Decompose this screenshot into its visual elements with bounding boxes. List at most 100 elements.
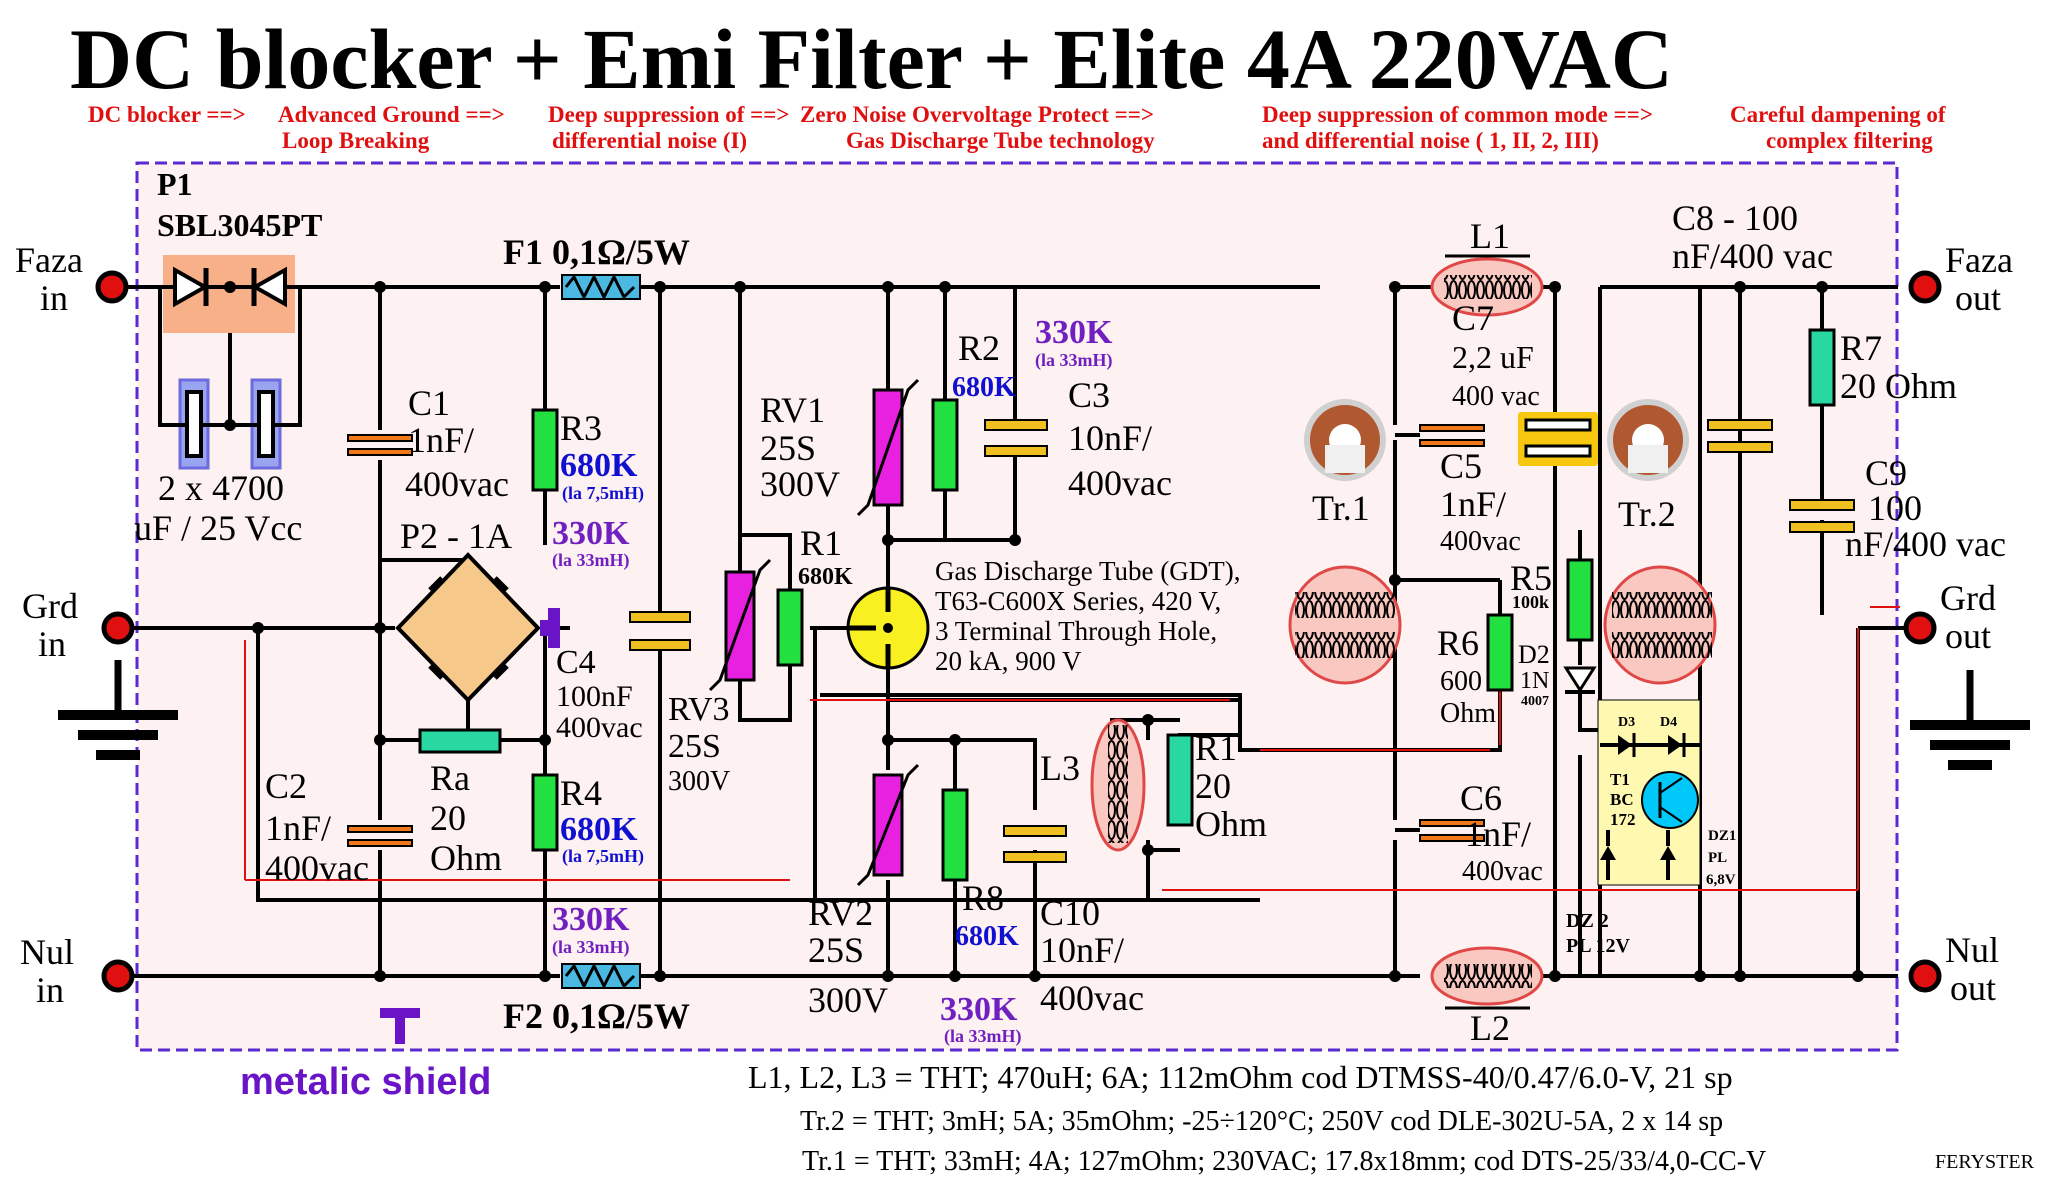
r4-label: R4 xyxy=(560,773,602,813)
stage-4-line-1: Zero Noise Overvoltage Protect ==> xyxy=(800,102,1154,127)
r1b-label-2: 20 xyxy=(1195,766,1231,806)
f2-resistor xyxy=(561,962,641,990)
note-tr1: Tr.1 = THT; 33mH; 4A; 127mOhm; 230VAC; 1… xyxy=(802,1146,1766,1177)
c4-label-2: 100nF xyxy=(556,680,633,713)
r5-value: 100k xyxy=(1512,592,1549,612)
c5-capacitor xyxy=(1419,424,1485,447)
d2-label-1: D2 xyxy=(1518,640,1550,669)
c7-label-3: 400 vac xyxy=(1452,381,1540,412)
c9-label-1: C9 xyxy=(1865,453,1907,493)
r7-resistor xyxy=(1808,328,1836,407)
faza-out-label-1: Faza xyxy=(1945,240,2013,280)
p1-part: SBL3045PT xyxy=(157,207,322,243)
tr1-toroid-photo xyxy=(1304,399,1386,481)
c8-label-2: nF/400 vac xyxy=(1672,236,1833,276)
stage-4-line-2: Gas Discharge Tube technology xyxy=(846,128,1155,153)
c8-capacitor xyxy=(1707,419,1773,453)
faza-in-terminal[interactable] xyxy=(95,270,129,304)
c4-label-3: 400vac xyxy=(556,711,643,744)
rv1-label-3: 300V xyxy=(760,464,840,504)
gdt-line-1: Gas Discharge Tube (GDT), xyxy=(935,556,1240,586)
rv1-label-2: 25S xyxy=(760,428,816,468)
stage-3-line-1: Deep suppression of ==> xyxy=(548,102,789,127)
rv3-label-3: 300V xyxy=(668,766,730,797)
note-tr2: Tr.2 = THT; 3mH; 5A; 35mOhm; -25÷120°C; … xyxy=(800,1106,1723,1137)
c1-capacitor xyxy=(347,434,413,456)
grd-in-terminal[interactable] xyxy=(101,611,135,645)
ra-label-1: Ra xyxy=(430,758,470,798)
nul-out-terminal[interactable] xyxy=(1908,959,1942,993)
r4-note-2: (la 33mH) xyxy=(552,937,629,958)
c1-label-1: C1 xyxy=(408,383,450,423)
c6-capacitor xyxy=(1419,819,1485,842)
faza-out-terminal[interactable] xyxy=(1908,270,1942,304)
d2-diode xyxy=(1563,666,1597,694)
r6-label-2: 600 xyxy=(1440,666,1482,697)
nul-in-label-1: Nul xyxy=(20,932,74,972)
dc-caps-label-2: uF / 25 Vcc xyxy=(134,508,302,548)
dc-caps-label-1: 2 x 4700 xyxy=(158,468,284,508)
l1-inductor xyxy=(1430,254,1544,317)
r3-value-2: 330K xyxy=(552,515,630,552)
p2-bridge xyxy=(395,552,560,703)
author-credit: FERYSTER xyxy=(1935,1151,2035,1173)
shield-symbol xyxy=(380,1008,420,1044)
faza-in-label-2: in xyxy=(40,278,68,318)
r3-note: (la 7,5mH) xyxy=(562,483,644,504)
grd-in-label-1: Grd xyxy=(22,586,78,626)
ra-label-2: 20 xyxy=(430,798,466,838)
p2-label: P2 - 1A xyxy=(400,516,512,556)
rv3-varistor xyxy=(708,558,772,692)
stage-1-line-1: DC blocker ==> xyxy=(88,102,246,127)
r8-value-2: 330K xyxy=(940,991,1018,1028)
nul-out-label-2: out xyxy=(1950,968,1996,1008)
r1b-label-3: Ohm xyxy=(1195,804,1267,844)
t1-protection-circuit xyxy=(1597,699,1701,886)
r3-resistor xyxy=(531,408,559,492)
grd-in-label-2: in xyxy=(38,624,66,664)
c9-label-3: nF/400 vac xyxy=(1845,524,2006,564)
l1-label: L1 xyxy=(1470,216,1510,256)
ra-resistor xyxy=(418,728,502,754)
r2-note-2: (la 33mH) xyxy=(1035,350,1112,371)
gdt-desc: Gas Discharge Tube (GDT), T63-C600X Seri… xyxy=(935,556,1240,676)
tr2-toroid-photo xyxy=(1607,399,1689,481)
stage-6-line-1: Careful dampening of xyxy=(1730,102,1946,127)
p1-dual-diode xyxy=(160,255,300,333)
r2-label: R2 xyxy=(958,328,1000,368)
nul-in-terminal[interactable] xyxy=(101,959,135,993)
d2-label-2: 1N xyxy=(1520,668,1549,694)
gdt-line-4: 20 kA, 900 V xyxy=(935,646,1082,676)
stage-6-line-2: complex filtering xyxy=(1766,128,1933,153)
t1-label-1: T1 xyxy=(1610,770,1630,789)
c8-label-1: C8 - 100 xyxy=(1672,198,1798,238)
c9-label-2: 100 xyxy=(1868,488,1922,528)
grd-out-terminal[interactable] xyxy=(1903,611,1937,645)
rv2-varistor xyxy=(856,763,920,887)
stage-2-line-1: Advanced Ground ==> xyxy=(278,102,505,127)
l3-label: L3 xyxy=(1040,748,1080,788)
r6-label-3: Ohm xyxy=(1440,698,1496,729)
c6-label-3: 400vac xyxy=(1462,856,1543,887)
stage-5-line-1: Deep suppression of common mode ==> xyxy=(1262,102,1653,127)
r6-label-1: R6 xyxy=(1437,623,1479,663)
c7-capacitor xyxy=(1518,412,1598,466)
rv2-label-1: RV2 xyxy=(808,893,873,933)
r8-label: R8 xyxy=(962,878,1004,918)
d2-label-3: 4007 xyxy=(1521,694,1549,709)
r1b-label-1: R1 xyxy=(1195,728,1237,768)
c2-label-1: C2 xyxy=(265,766,307,806)
c2-label-3: 400vac xyxy=(265,848,369,888)
r8-resistor xyxy=(941,788,969,882)
r8-note-2: (la 33mH) xyxy=(944,1026,1021,1047)
r4-value-2: 330K xyxy=(552,901,630,938)
r1a-resistor xyxy=(776,588,804,667)
r5-label: R5 xyxy=(1510,558,1552,598)
stage-2-line-2: Loop Breaking xyxy=(282,128,430,153)
stage-5-line-2: and differential noise ( 1, II, 2, III) xyxy=(1262,128,1599,153)
tr2-coils xyxy=(1603,565,1717,685)
c3-label-2: 10nF/ xyxy=(1068,418,1152,458)
shield-label: metalic shield xyxy=(240,1061,491,1103)
r5-resistor xyxy=(1566,558,1594,642)
r4-value: 680K xyxy=(560,811,638,848)
